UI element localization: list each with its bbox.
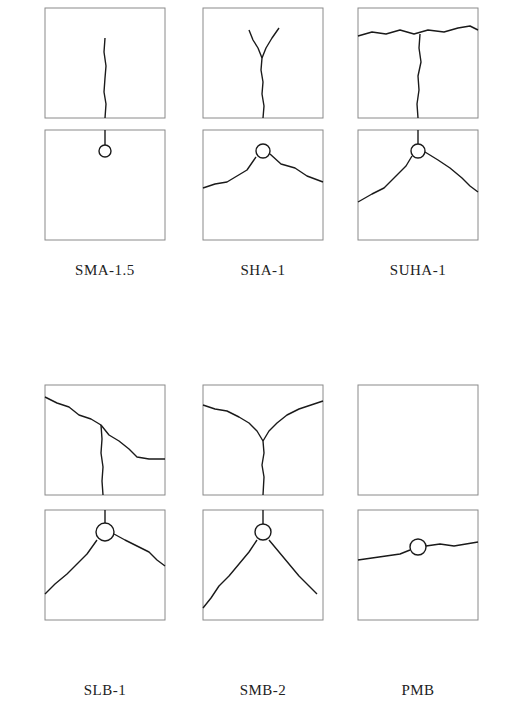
specimen-bottom-face <box>358 130 478 240</box>
specimen-label: SLB-1 <box>84 682 127 699</box>
specimen-top-face <box>45 8 165 118</box>
specimen-label: SUHA-1 <box>390 262 446 279</box>
specimen-bottom-face <box>358 510 478 620</box>
specimen-top-face <box>203 8 323 118</box>
specimen-top-face <box>358 385 478 495</box>
specimen-top-face <box>45 385 165 495</box>
specimen-top-face <box>203 385 323 495</box>
specimen-label: SMA-1.5 <box>75 262 135 279</box>
specimen-label: SHA-1 <box>240 262 285 279</box>
specimen-label: SMB-2 <box>240 682 287 699</box>
specimen-bottom-face <box>45 510 165 620</box>
specimen-bottom-face <box>203 130 323 240</box>
specimen-top-face <box>358 8 478 118</box>
specimen-bottom-face <box>203 510 323 620</box>
specimen-bottom-face <box>45 130 165 240</box>
specimen-label: PMB <box>401 682 434 699</box>
